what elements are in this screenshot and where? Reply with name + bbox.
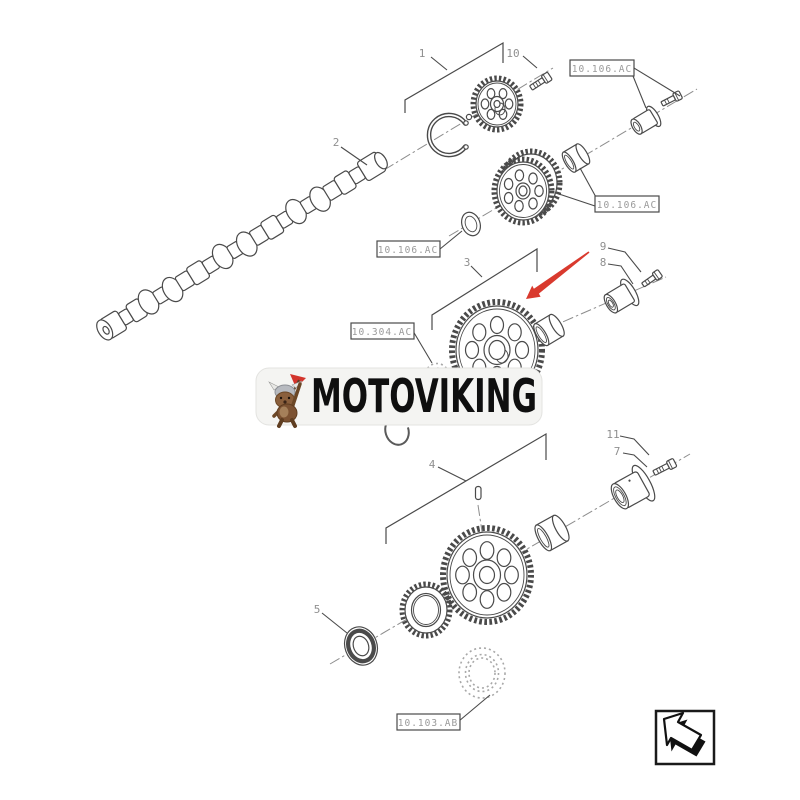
twin-sprocket bbox=[491, 148, 563, 226]
lower-small-gear bbox=[399, 581, 453, 639]
hub-top-right bbox=[630, 105, 662, 135]
callout-9: 9 bbox=[600, 240, 607, 253]
bushing-idler bbox=[533, 313, 565, 347]
ref-label-text: 10.106.AC bbox=[378, 245, 438, 256]
ref-label-text: 10.304.AC bbox=[352, 327, 412, 338]
callout-8: 8 bbox=[600, 256, 607, 269]
ref-label-text: 10.106.AC bbox=[597, 200, 657, 211]
seal-washer bbox=[343, 626, 379, 666]
callout-3: 3 bbox=[464, 256, 471, 269]
thrust-washer bbox=[460, 211, 482, 237]
ref-label-idler: 10.304.AC bbox=[350, 322, 415, 340]
bushing-top bbox=[561, 143, 591, 173]
bracket-group-3 bbox=[431, 247, 538, 330]
ref-label-top-right: 10.106.AC bbox=[569, 59, 635, 77]
idler-hub-bolt bbox=[641, 269, 663, 288]
callout-7: 7 bbox=[614, 445, 621, 458]
ref-label-text: 10.106.AC bbox=[572, 64, 632, 75]
hub-bolt-top-right bbox=[660, 90, 683, 107]
callout-10: 10 bbox=[506, 47, 519, 60]
callout-2: 2 bbox=[333, 136, 340, 149]
bracket-group-1 bbox=[404, 41, 504, 113]
callout-5: 5 bbox=[314, 603, 321, 616]
tensioner-bolt bbox=[652, 458, 678, 476]
cam-gear bbox=[470, 75, 524, 133]
lower-main-gear bbox=[440, 525, 534, 625]
callout-leaders bbox=[321, 55, 681, 722]
ref-label-crank: 10.103.AB bbox=[396, 713, 461, 731]
idler-hub bbox=[603, 278, 640, 314]
callout-4: 4 bbox=[429, 458, 436, 471]
callout-1: 1 bbox=[419, 47, 426, 60]
bushing-lower bbox=[534, 514, 570, 552]
retainer-pin bbox=[465, 113, 473, 121]
dowel-pin bbox=[474, 485, 482, 501]
viking-dog-icon bbox=[268, 374, 306, 428]
phantom-crank-gear bbox=[458, 647, 506, 699]
ref-label-mid-left: 10.106.AC bbox=[376, 240, 441, 258]
watermark-band: MOTOVIKING bbox=[255, 367, 543, 428]
bracket-group-4 bbox=[385, 432, 547, 544]
tensioner-hub bbox=[610, 464, 656, 510]
snap-ring bbox=[426, 112, 469, 158]
callout-11: 11 bbox=[606, 428, 619, 441]
gear-bolt bbox=[529, 71, 553, 91]
red-arrow-icon bbox=[526, 251, 590, 299]
ref-label-mid-right: 10.106.AC bbox=[594, 195, 660, 213]
ref-label-text: 10.103.AB bbox=[398, 718, 458, 729]
camshaft bbox=[96, 151, 388, 341]
page-turn-arrow-icon bbox=[654, 709, 716, 766]
brand-watermark: MOTOVIKING bbox=[311, 369, 537, 423]
